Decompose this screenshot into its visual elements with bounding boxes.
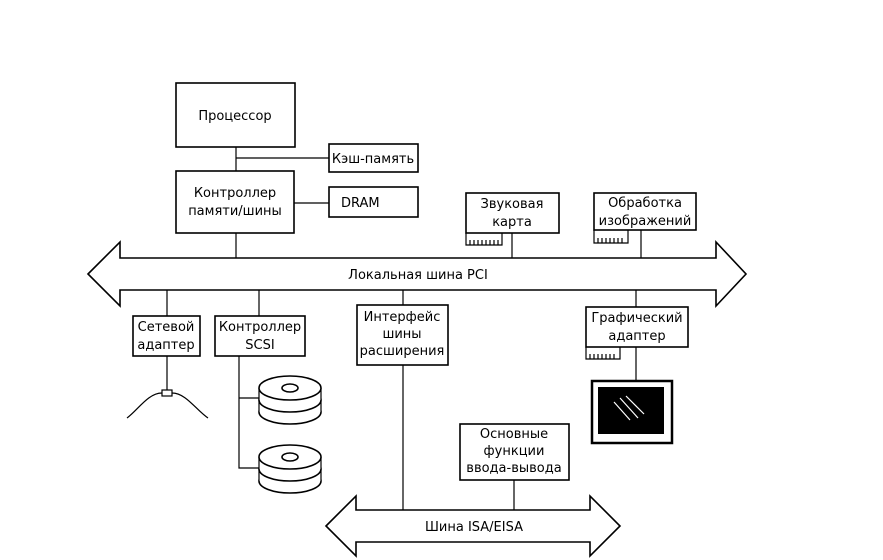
basic-io-box: Основные функции ввода-вывода xyxy=(459,423,570,481)
dram-box: DRAM xyxy=(328,186,419,218)
disk-stack-icon xyxy=(258,375,322,425)
scsi-controller-box: Контроллер SCSI xyxy=(214,315,306,357)
scsi-label-line1: Контроллер xyxy=(219,320,301,335)
graphics-label-line2: адаптер xyxy=(608,329,665,344)
card-edge-connector-icon xyxy=(593,230,629,244)
isa-bus-label: Шина ISA/EISA xyxy=(425,520,523,535)
cpu-box: Процессор xyxy=(175,82,296,148)
cache-label: Кэш-память xyxy=(332,152,414,167)
expansion-interface-box: Интерфейс шины расширения xyxy=(356,304,449,366)
graphics-label-line1: Графический xyxy=(591,311,682,326)
network-cable-icon xyxy=(126,356,209,419)
pci-bus: Локальная шина PCI xyxy=(86,239,748,309)
memctrl-label-line1: Контроллер xyxy=(194,186,276,201)
network-label-line1: Сетевой xyxy=(138,320,195,335)
io-label-line3: ввода-вывода xyxy=(466,461,561,476)
cache-box: Кэш-память xyxy=(328,143,419,173)
memctrl-label-line2: памяти/шины xyxy=(188,204,282,219)
monitor-icon xyxy=(590,379,674,445)
imaging-label-line1: Обработка xyxy=(608,196,682,211)
imaging-box: Обработка изображений xyxy=(593,192,697,244)
connector-lines xyxy=(166,147,642,510)
card-edge-connector-icon xyxy=(465,233,503,246)
io-label-line1: Основные xyxy=(480,427,548,442)
memory-controller-box: Контроллер памяти/шины xyxy=(175,170,295,234)
sound-label-line2: карта xyxy=(492,215,532,230)
network-label-line2: адаптер xyxy=(137,338,194,353)
dram-label: DRAM xyxy=(341,196,380,211)
card-edge-connector-icon xyxy=(585,347,621,360)
isa-bus: Шина ISA/EISA xyxy=(324,494,622,558)
expansion-label-line1: Интерфейс xyxy=(364,310,441,325)
sound-card-box: Звуковая карта xyxy=(465,192,560,246)
cpu-label: Процессор xyxy=(198,109,271,124)
pci-bus-label: Локальная шина PCI xyxy=(348,268,488,283)
scsi-cable xyxy=(238,356,262,469)
sound-label-line1: Звуковая xyxy=(481,197,544,212)
graphics-adapter-box: Графический адаптер xyxy=(585,306,689,360)
imaging-label-line2: изображений xyxy=(599,214,692,229)
disk-stack-icon xyxy=(258,444,322,494)
expansion-label-line3: расширения xyxy=(360,344,445,359)
network-adapter-box: Сетевой адаптер xyxy=(132,315,201,357)
expansion-label-line2: шины xyxy=(382,327,421,342)
scsi-label-line2: SCSI xyxy=(245,338,274,353)
io-label-line2: функции xyxy=(484,444,545,459)
